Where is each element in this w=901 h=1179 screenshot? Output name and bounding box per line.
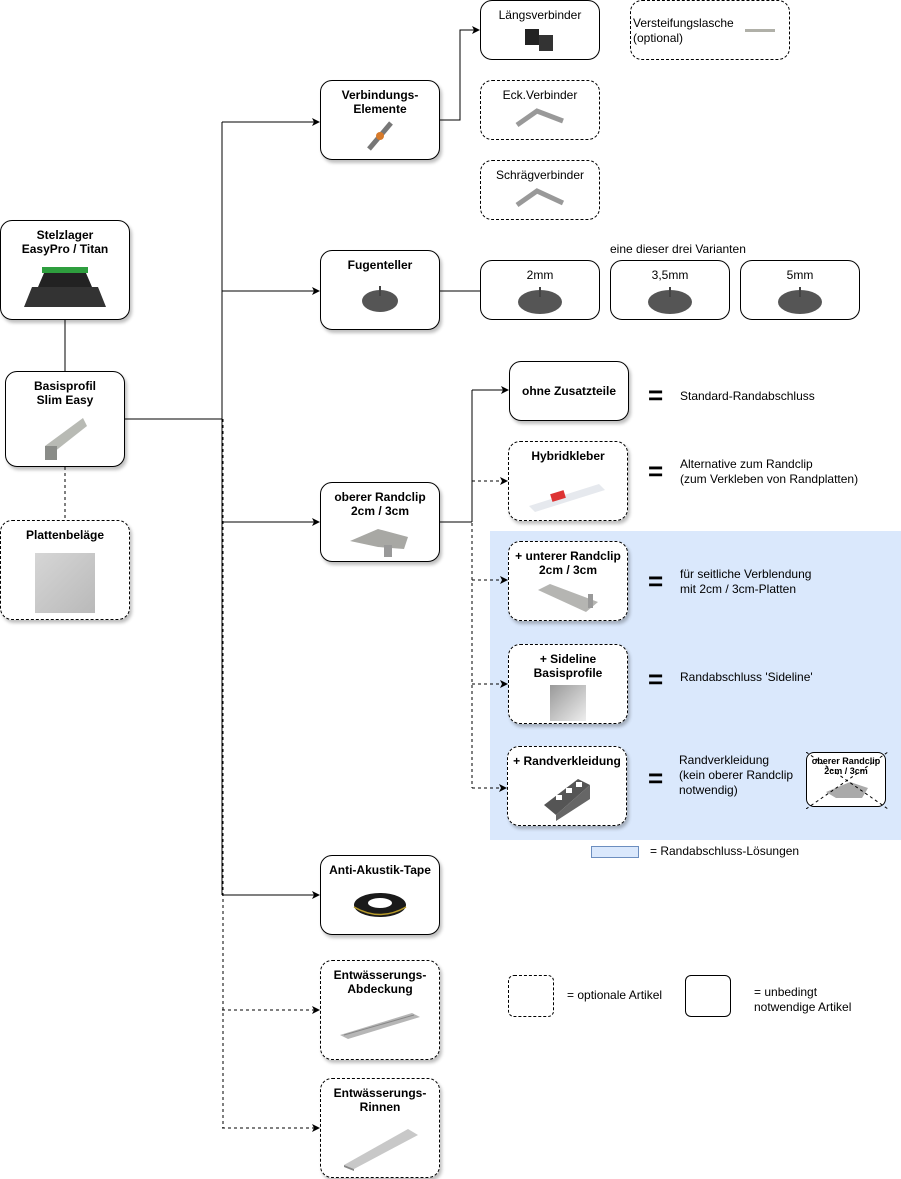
legend-required-box [685,975,731,1017]
joint-disc-2mm-image [518,287,562,314]
reinforcement-plate-image [745,29,775,32]
node-entwaesserungs-rinnen[interactable]: Entwässerungs- Rinnen [320,1078,440,1178]
result-hybrid: Alternative zum Randclip (zum Verkleben … [680,457,859,486]
result-standard: Standard-Randabschluss [680,389,815,403]
equals-sign: = [648,763,664,793]
long-connector-image [525,29,553,51]
pedestal-image [24,267,106,307]
node-randverkleidung[interactable]: + Randverkleidung [507,746,627,826]
joint-disc-5mm-image [778,287,822,314]
sideline-profile-image [550,685,586,721]
variants-note: eine dieser drei Varianten [610,242,746,256]
node-oberer-randclip[interactable]: oberer Randclip 2cm / 3cm [320,482,440,562]
joint-disc-image [362,286,398,312]
drain-cover-image [340,1013,420,1039]
drain-channel-image [344,1129,418,1171]
node-stelzlager[interactable]: Stelzlager EasyPro / Titan [0,220,130,320]
node-versteifungslasche[interactable]: Versteifungslasche (optional) [630,0,790,60]
result-sideline: Randabschluss 'Sideline' [680,670,813,684]
node-fugenteller[interactable]: Fugenteller [320,250,440,330]
corner-connector-image [515,108,564,128]
result-unterer: für seitliche Verblendung mit 2cm / 3cm-… [680,567,812,596]
adhesive-cartridge-image [529,484,605,512]
variant-2mm[interactable]: 2mm [480,260,600,320]
node-eckverbinder[interactable]: Eck.Verbinder [480,80,600,140]
node-schraegverbinder[interactable]: Schrägverbinder [480,160,600,220]
angle-connector-image [515,188,565,208]
legend-optional: = optionale Artikel [567,988,663,1002]
edge-cladding-image [544,779,590,821]
node-ohne-zusatzteile[interactable]: ohne Zusatzteile [509,361,629,421]
node-laengsverbinder[interactable]: Längsverbinder [480,0,600,60]
equals-sign: = [648,380,664,410]
legend-swatch-solutions [591,846,639,858]
variant-3-5mm[interactable]: 3,5mm [610,260,730,320]
legend-required: = unbedingt notwendige Artikel [754,985,852,1014]
node-sideline-basisprofile[interactable]: + Sideline Basisprofile [508,644,628,724]
legend-optional-box [508,975,554,1017]
lower-clip-image [538,584,598,612]
equals-sign: = [648,664,664,694]
equals-sign: = [648,456,664,486]
tape-roll-image [353,893,407,917]
node-verbindungselemente[interactable]: Verbindungs- Elemente [320,80,440,160]
connector-image [367,121,393,151]
tile-image [35,553,95,613]
variant-5mm[interactable]: 5mm [740,260,860,320]
result-randverkleidung: Randverkleidung (kein oberer Randclip no… [679,753,794,797]
node-hybridkleber[interactable]: Hybridkleber [508,441,628,521]
arrow-laengs [440,26,480,121]
node-unterer-randclip[interactable]: + unterer Randclip 2cm / 3cm [508,541,628,621]
joint-disc-3-5mm-image [648,287,692,314]
node-plattenbelaege[interactable]: Plattenbeläge [0,520,130,620]
node-basisprofil[interactable]: Basisprofil Slim Easy [5,371,125,467]
node-entwaesserungs-abdeckung[interactable]: Entwässerungs- Abdeckung [320,960,440,1060]
equals-sign: = [648,566,664,596]
cross-out-icon [806,752,888,809]
edge-clip-image [350,529,408,557]
node-anti-akustik-tape[interactable]: Anti-Akustik-Tape [320,855,440,935]
legend-solutions: = Randabschluss-Lösungen [650,844,800,858]
profile-image [45,418,87,460]
crossed-out-randclip: oberer Randclip 2cm / 3cm [806,752,888,809]
